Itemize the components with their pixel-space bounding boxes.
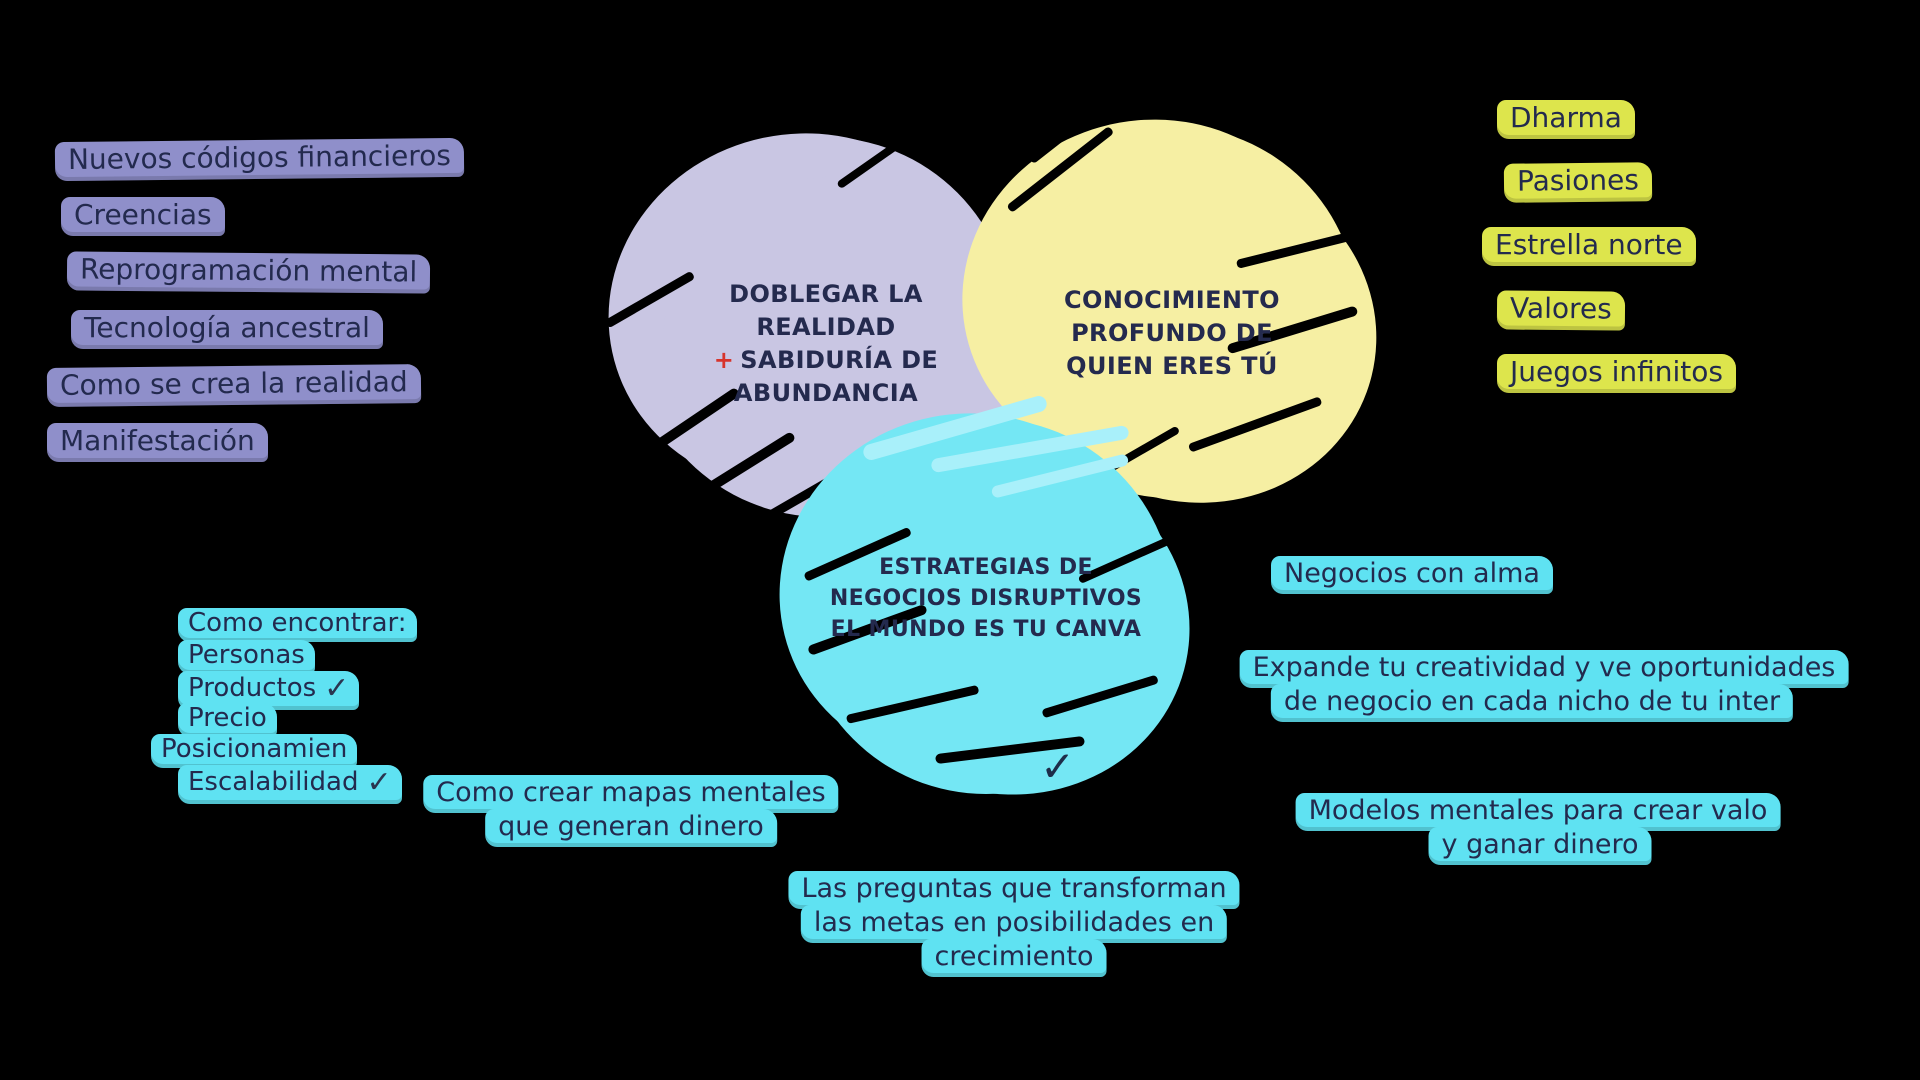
note-expande-line-1[interactable]: Expande tu creatividad y ve oportunidade… — [1239, 650, 1849, 689]
strategies-light-strokes — [863, 396, 1129, 498]
circle-reality-blob[interactable] — [575, 98, 1077, 567]
circle-title-reality[interactable]: DOBLEGAR LA REALIDAD +SABIDURÍA DE ABUND… — [714, 278, 938, 410]
note-nuevos-codigos[interactable]: Nuevos códigos financieros — [54, 137, 465, 182]
note-valores[interactable]: Valores — [1496, 290, 1625, 331]
title-line-text: SABIDURÍA DE — [740, 346, 939, 374]
check-icon: ✓ — [324, 671, 350, 706]
note-como-se-crea[interactable]: Como se crea la realidad — [46, 364, 421, 408]
note-expande-line-2[interactable]: de negocio en cada nicho de tu inter — [1270, 684, 1794, 723]
note-posicionamiento[interactable]: Posicionamien — [151, 734, 358, 768]
note-label: Escalabilidad — [188, 767, 359, 797]
circle-strategies-blob[interactable] — [742, 374, 1221, 828]
note-preguntas-line-1[interactable]: Las preguntas que transforman — [788, 871, 1240, 910]
title-line: DOBLEGAR LA — [729, 280, 923, 308]
knowledge-brush-gaps — [1007, 94, 1359, 481]
circle-title-strategies[interactable]: ESTRATEGIAS DE NEGOCIOS DISRUPTIVOS EL M… — [830, 552, 1142, 645]
note-productos[interactable]: Productos✓ — [178, 671, 360, 710]
note-personas[interactable]: Personas — [178, 640, 315, 674]
note-tecnologia[interactable]: Tecnología ancestral — [71, 310, 383, 350]
plus-sign: + — [713, 346, 735, 374]
note-juegos-infinitos[interactable]: Juegos infinitos — [1497, 354, 1737, 394]
title-line: NEGOCIOS DISRUPTIVOS — [829, 586, 1143, 611]
note-manifestacion[interactable]: Manifestación — [47, 423, 268, 463]
note-mapas-line-1[interactable]: Como crear mapas mentales — [423, 775, 839, 814]
check-icon: ✓ — [1040, 742, 1076, 791]
title-line: ESTRATEGIAS DE — [879, 555, 1093, 580]
note-dharma[interactable]: Dharma — [1497, 100, 1635, 140]
note-como-encontrar[interactable]: Como encontrar: — [178, 608, 417, 642]
note-modelos-line-1[interactable]: Modelos mentales para crear valo — [1295, 793, 1781, 832]
title-line: CONOCIMIENTO — [1064, 286, 1280, 314]
note-label: Productos — [188, 673, 317, 703]
title-line: REALIDAD — [756, 313, 896, 341]
title-line: EL MUNDO ES TU CANVA — [830, 617, 1142, 642]
check-icon: ✓ — [366, 765, 392, 800]
title-line: PROFUNDO DE — [1071, 319, 1273, 347]
note-estrella-norte[interactable]: Estrella norte — [1482, 227, 1696, 267]
note-negocios-con-alma[interactable]: Negocios con alma — [1271, 556, 1553, 595]
note-mapas-line-2[interactable]: que generan dinero — [485, 809, 777, 848]
circle-title-knowledge[interactable]: CONOCIMIENTO PROFUNDO DE QUIEN ERES TÚ — [1064, 284, 1280, 383]
reality-brush-gaps — [605, 129, 918, 545]
title-line: ABUNDANCIA — [733, 379, 919, 407]
strategies-brush-gaps — [804, 528, 1172, 764]
note-preguntas-line-2[interactable]: las metas en posibilidades en — [800, 905, 1228, 944]
note-pasiones[interactable]: Pasiones — [1503, 162, 1653, 203]
note-modelos-line-2[interactable]: y ganar dinero — [1428, 827, 1652, 866]
note-escalabilidad[interactable]: Escalabilidad✓ — [178, 765, 402, 804]
note-precio[interactable]: Precio — [178, 703, 277, 737]
title-line: QUIEN ERES TÚ — [1066, 352, 1278, 380]
note-preguntas-line-3[interactable]: crecimiento — [921, 939, 1107, 978]
note-creencias[interactable]: Creencias — [61, 197, 225, 237]
title-line: +SABIDURÍA DE — [714, 344, 938, 377]
note-reprogramacion[interactable]: Reprogramación mental — [66, 251, 431, 294]
